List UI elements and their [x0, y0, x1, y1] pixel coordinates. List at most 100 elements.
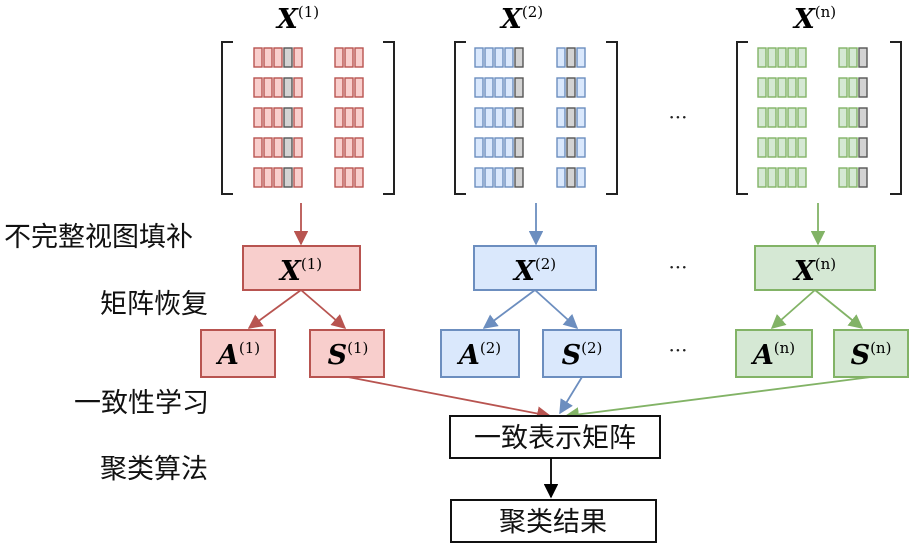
- arrow-vn-s-to-consistent: [564, 376, 872, 422]
- missing-cell: [283, 47, 293, 68]
- data-cell: [253, 47, 263, 68]
- data-cell: [777, 167, 787, 188]
- data-cell: [848, 47, 858, 68]
- view-2-a-label: A(2): [456, 339, 501, 371]
- view-2-x-label: X(2): [512, 255, 556, 287]
- data-cell: [263, 77, 273, 98]
- missing-cell: [514, 137, 524, 158]
- data-cell: [344, 107, 354, 128]
- data-cell: [576, 107, 586, 128]
- data-cell: [757, 107, 767, 128]
- data-cell: [848, 137, 858, 158]
- view-2-matrix-cells: [474, 47, 586, 188]
- data-cell: [556, 47, 566, 68]
- data-cell: [354, 167, 364, 188]
- data-cell: [838, 167, 848, 188]
- data-cell: [253, 77, 263, 98]
- data-cell: [354, 77, 364, 98]
- missing-cell: [858, 137, 868, 158]
- data-cell: [494, 167, 504, 188]
- missing-cell: [566, 167, 576, 188]
- data-cell: [293, 107, 303, 128]
- data-cell: [484, 47, 494, 68]
- data-cell: [767, 137, 777, 158]
- view-n-s-box: [833, 329, 909, 378]
- missing-cell: [283, 107, 293, 128]
- view-1-matrix-brackets: [221, 41, 395, 195]
- missing-cell: [566, 137, 576, 158]
- data-cell: [504, 77, 514, 98]
- data-cell: [787, 107, 797, 128]
- data-cell: [354, 137, 364, 158]
- data-cell: [494, 107, 504, 128]
- data-cell: [767, 47, 777, 68]
- missing-cell: [283, 137, 293, 158]
- data-cell: [474, 47, 484, 68]
- view-n-x-label: X(n): [792, 255, 836, 287]
- stage-label-matrix-recovery: 矩阵恢复: [100, 289, 208, 320]
- consistent-matrix-box: [449, 415, 661, 459]
- view-n-s-label: S(n): [851, 339, 892, 371]
- data-cell: [777, 47, 787, 68]
- view-1-a-label: A(1): [215, 339, 260, 371]
- view-n-group: X(n) X(n) A(n) S(n): [564, 3, 909, 422]
- missing-cell: [514, 47, 524, 68]
- data-cell: [797, 137, 807, 158]
- view-1-s-box: [309, 329, 385, 378]
- data-cell: [757, 137, 767, 158]
- data-cell: [474, 137, 484, 158]
- data-cell: [757, 167, 767, 188]
- data-cell: [787, 137, 797, 158]
- data-cell: [334, 77, 344, 98]
- stage-label-clustering: 聚类算法: [100, 454, 208, 485]
- data-cell: [504, 47, 514, 68]
- data-cell: [787, 77, 797, 98]
- missing-cell: [514, 107, 524, 128]
- data-cell: [253, 167, 263, 188]
- data-cell: [474, 107, 484, 128]
- clustering-result-label: 聚类结果: [499, 507, 607, 538]
- data-cell: [334, 167, 344, 188]
- data-cell: [797, 167, 807, 188]
- view-2-matrix-brackets: [454, 41, 618, 195]
- view-2-s-label: S(2): [562, 339, 603, 371]
- view-n-matrix-brackets: [736, 41, 902, 195]
- missing-cell: [858, 167, 868, 188]
- data-cell: [556, 167, 566, 188]
- data-cell: [273, 47, 283, 68]
- data-cell: [253, 137, 263, 158]
- view-1-s-label: S(1): [328, 339, 369, 371]
- view-1-group: X(1) X(1) A(1) S(1): [200, 3, 552, 421]
- missing-cell: [858, 77, 868, 98]
- data-cell: [504, 167, 514, 188]
- view-1-matrix-cells: [253, 47, 364, 188]
- data-cell: [838, 137, 848, 158]
- arrow-vn-x-to-a: [770, 289, 816, 329]
- view-n-x-box: [754, 245, 876, 291]
- arrow-v1-s-to-consistent: [347, 376, 552, 421]
- data-cell: [777, 77, 787, 98]
- data-cell: [494, 77, 504, 98]
- view-2-matrix-title: X(2): [499, 3, 543, 35]
- missing-cell: [566, 77, 576, 98]
- view-n-matrix-cells: [757, 47, 868, 188]
- data-cell: [556, 77, 566, 98]
- data-cell: [504, 107, 514, 128]
- data-cell: [576, 47, 586, 68]
- data-cell: [334, 107, 344, 128]
- data-cell: [263, 47, 273, 68]
- ellipsis-as: ···: [668, 338, 687, 362]
- view-n-a-box: [735, 329, 813, 378]
- data-cell: [838, 47, 848, 68]
- data-cell: [484, 167, 494, 188]
- data-cell: [344, 167, 354, 188]
- missing-cell: [283, 167, 293, 188]
- data-cell: [253, 107, 263, 128]
- data-cell: [263, 107, 273, 128]
- missing-cell: [514, 77, 524, 98]
- ellipsis-x: ···: [668, 255, 687, 279]
- missing-cell: [858, 107, 868, 128]
- stage-label-consistency-learning: 一致性学习: [74, 388, 209, 419]
- data-cell: [556, 107, 566, 128]
